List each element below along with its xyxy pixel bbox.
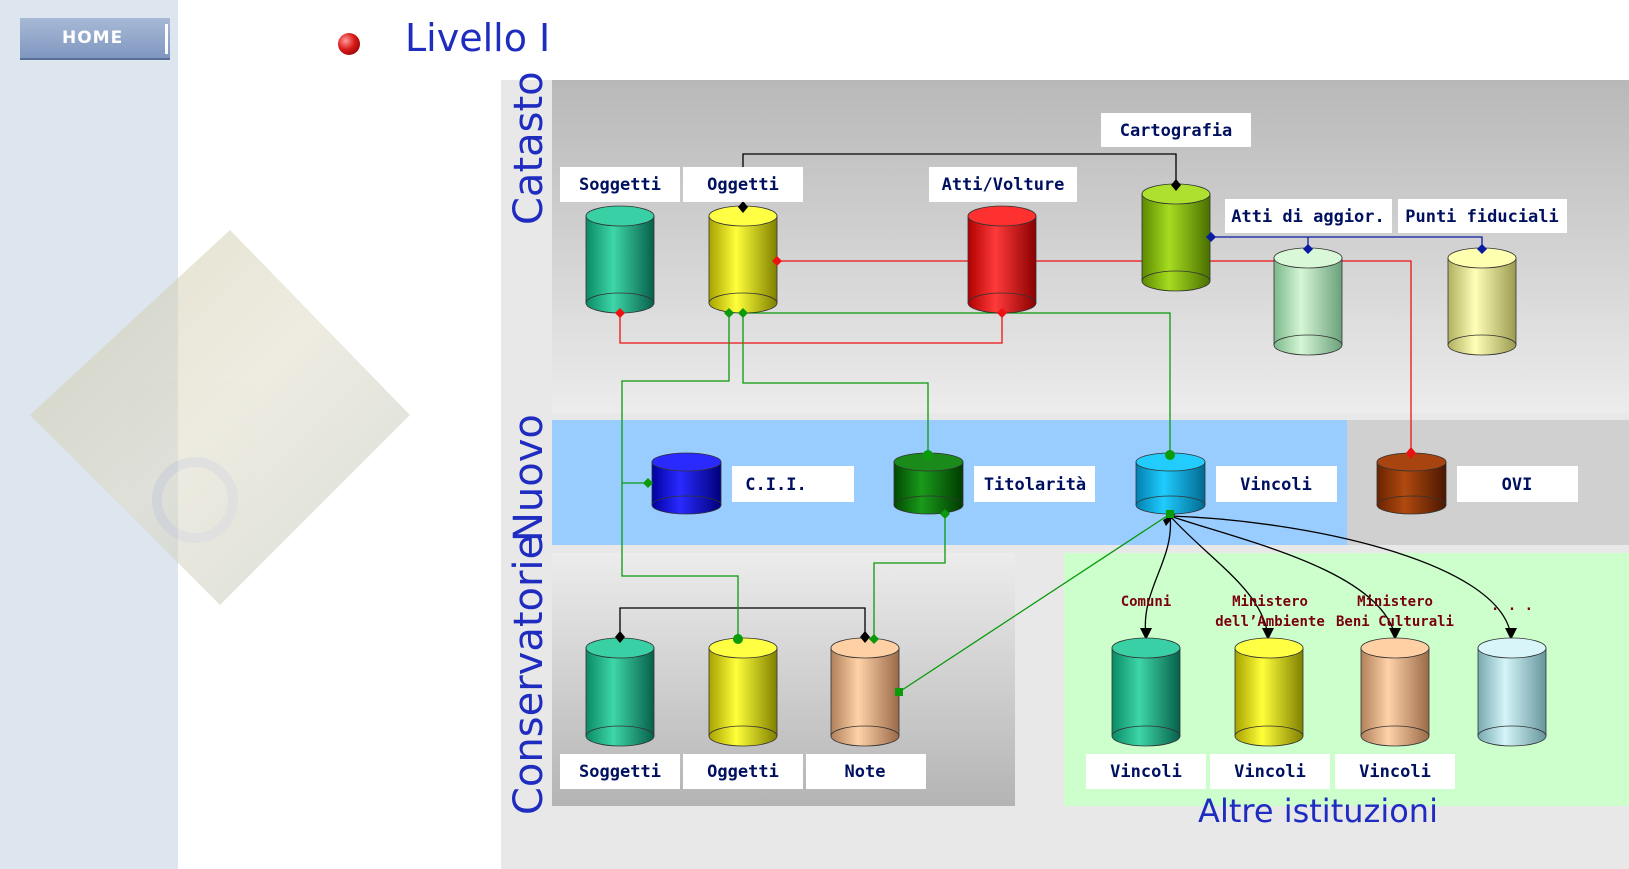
label-atti-aggior: Atti di aggior. xyxy=(1231,207,1385,227)
label-catasto-oggetti: Oggetti xyxy=(707,175,779,195)
db-catasto-atti xyxy=(967,205,1037,314)
db-vincoli-beni-culturali xyxy=(1360,637,1430,747)
link-oggetti-cons-oggetti xyxy=(621,313,739,639)
db-punti-fiduciali xyxy=(1447,247,1517,356)
home-button[interactable]: HOME xyxy=(20,18,170,60)
section-conservatorie: Conservatorie xyxy=(506,535,552,815)
bullet-icon xyxy=(338,33,360,55)
label-punti-fiduciali: Punti fiduciali xyxy=(1405,207,1559,227)
map-watermark xyxy=(30,230,410,605)
label-ministero-ambiente-2: dell’Ambiente xyxy=(1215,614,1325,630)
db-titolarita xyxy=(893,452,964,515)
label-titolarita: Titolarità xyxy=(984,475,1086,495)
label-cons-note: Note xyxy=(845,762,886,782)
link-oggetti-titolarita xyxy=(742,313,929,455)
link-altre-istituzioni xyxy=(1144,515,1512,637)
label-ministero-beni-2: Beni Culturali xyxy=(1336,614,1454,630)
home-separator xyxy=(165,24,168,54)
label-cons-soggetti: Soggetti xyxy=(579,762,661,782)
label-vincoli-nuovo: Vincoli xyxy=(1240,475,1312,495)
page-title: Livello I xyxy=(405,16,551,60)
db-atti-aggior xyxy=(1273,247,1343,356)
db-vincoli-ambiente xyxy=(1234,637,1304,747)
db-cii xyxy=(651,452,722,515)
label-catasto-soggetti: Soggetti xyxy=(579,175,661,195)
db-catasto-oggetti xyxy=(708,205,778,314)
label-ovi: OVI xyxy=(1502,475,1533,495)
label-vincoli-beni: Vincoli xyxy=(1359,762,1431,782)
section-catasto: Catasto xyxy=(506,71,552,225)
db-cartografia xyxy=(1141,183,1211,292)
link-note-vincoli xyxy=(898,513,1171,693)
db-vincoli-nuovo xyxy=(1135,452,1206,515)
db-catasto-soggetti xyxy=(585,205,655,314)
label-vincoli-comuni: Vincoli xyxy=(1110,762,1182,782)
label-cons-oggetti: Oggetti xyxy=(707,762,779,782)
db-vincoli-comuni xyxy=(1111,637,1181,747)
label-cii: C.I.I. xyxy=(745,475,806,495)
db-ovi xyxy=(1376,452,1447,515)
link-oggetti-vincoli xyxy=(743,312,1171,455)
label-atti-volture: Atti/Volture xyxy=(942,175,1065,195)
label-vincoli-ambiente: Vincoli xyxy=(1234,762,1306,782)
link-cons-soggetti-note xyxy=(619,607,866,639)
db-cons-note xyxy=(830,637,900,747)
db-cons-oggetti xyxy=(708,637,778,747)
label-comuni: Comuni xyxy=(1121,594,1172,610)
link-soggetti-atti xyxy=(619,313,1003,344)
label-ellipsis: . . . xyxy=(1491,598,1533,614)
label-ministero-beni-1: Ministero xyxy=(1357,594,1433,610)
db-cons-soggetti xyxy=(585,637,655,747)
db-altre xyxy=(1477,637,1547,747)
label-ministero-ambiente-1: Ministero xyxy=(1232,594,1308,610)
link-titolarita-note xyxy=(873,514,946,639)
section-altre-istituzioni: Altre istituzioni xyxy=(1198,792,1438,830)
section-nuovo: Nuovo xyxy=(506,414,552,542)
connector-dots xyxy=(615,179,1487,696)
label-cartografia: Cartografia xyxy=(1120,121,1233,141)
